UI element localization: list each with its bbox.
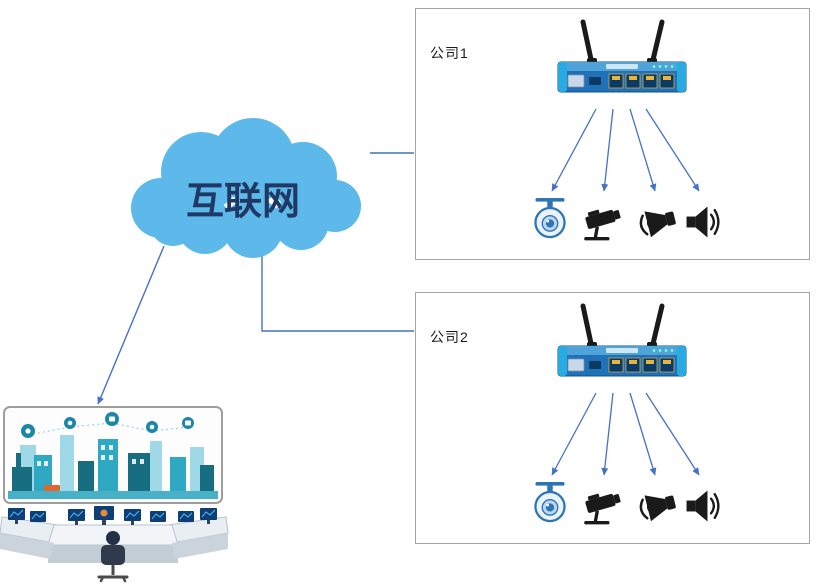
city-scene [8, 412, 218, 499]
horn-speaker-icon [634, 201, 680, 243]
horn-speaker-icon [634, 485, 680, 527]
site-1-router [554, 15, 690, 109]
router-leds [652, 65, 674, 68]
dome-camera-icon [530, 479, 570, 525]
cloud-shape [131, 118, 361, 258]
internet-cloud-label: 互联网 [186, 181, 300, 223]
internet-cloud: 互联网 [113, 110, 373, 260]
loudspeaker-icon [682, 485, 722, 527]
router-body [557, 61, 687, 93]
console-monitors [8, 506, 217, 525]
iot-icons [21, 412, 194, 438]
cloud-to-monitoring-center-arrow [97, 245, 165, 405]
monitoring-center-illustration [0, 405, 232, 583]
dome-camera-icon [530, 195, 570, 241]
router-lan-ports [608, 357, 675, 373]
wall-screen [3, 406, 223, 504]
bullet-camera-icon [580, 201, 628, 243]
router-antennas [580, 19, 665, 67]
site-2-box: 公司2 [415, 292, 810, 544]
site-1-box: 公司1 [415, 8, 810, 260]
router-leds [652, 349, 674, 352]
site-2-label: 公司2 [430, 329, 469, 345]
loudspeaker-icon [682, 201, 722, 243]
site-2-router [554, 299, 690, 393]
router-body [557, 345, 687, 377]
operator-person [97, 531, 129, 583]
cloud-to-site2-line [261, 250, 414, 332]
site-1-label: 公司1 [430, 45, 469, 61]
router-antennas [580, 303, 665, 351]
router-lan-ports [608, 73, 675, 89]
bullet-camera-icon [580, 485, 628, 527]
